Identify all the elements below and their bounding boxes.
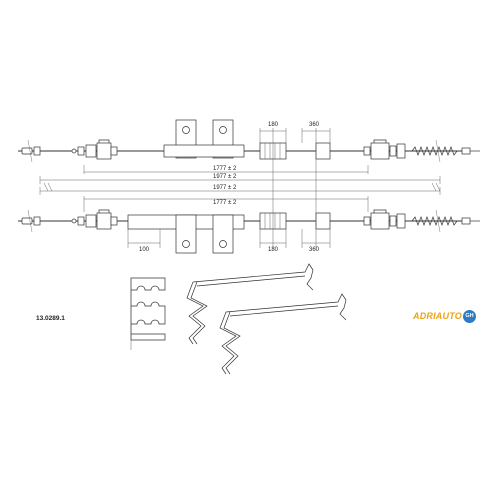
- brand-text: ADRIAUTO: [413, 311, 462, 321]
- spring-clip-left: [186, 263, 314, 345]
- upper-cable-assembly: [18, 139, 480, 163]
- break-marks: [43, 182, 441, 192]
- lower-dimensions-bottom: 100 180 360: [127, 229, 331, 253]
- upper-brackets: [163, 119, 245, 159]
- upper-spacer-dim: 180: [268, 122, 279, 128]
- spring-clip-right: [219, 293, 347, 375]
- brand-badge-icon: GH: [462, 309, 476, 323]
- lower-spacer-dim: 180: [268, 247, 279, 253]
- centerlines: [272, 128, 317, 248]
- lower-length-dim: 1777 ± 2: [213, 200, 237, 206]
- lower-dimensions-top: 1977 ± 2 1777 ± 2: [39, 185, 441, 212]
- upper-dimensions: 180 360 1777 ± 2 1977 ± 2: [39, 122, 441, 184]
- brand-logo: ADRIAUTO GH: [413, 309, 476, 323]
- lower-brackets: [127, 214, 245, 254]
- part-number: 13.0289.1: [36, 315, 65, 322]
- upper-offset-dim: 360: [309, 122, 320, 128]
- upper-total-dim: 1977 ± 2: [213, 174, 237, 180]
- lower-left-offset-dim: 100: [139, 247, 150, 253]
- lower-cable-assembly: [18, 209, 480, 233]
- upper-length-dim: 1777 ± 2: [213, 166, 237, 172]
- mounting-plate: [130, 277, 166, 350]
- lower-offset-dim: 360: [309, 247, 320, 253]
- lower-total-dim: 1977 ± 2: [213, 185, 237, 191]
